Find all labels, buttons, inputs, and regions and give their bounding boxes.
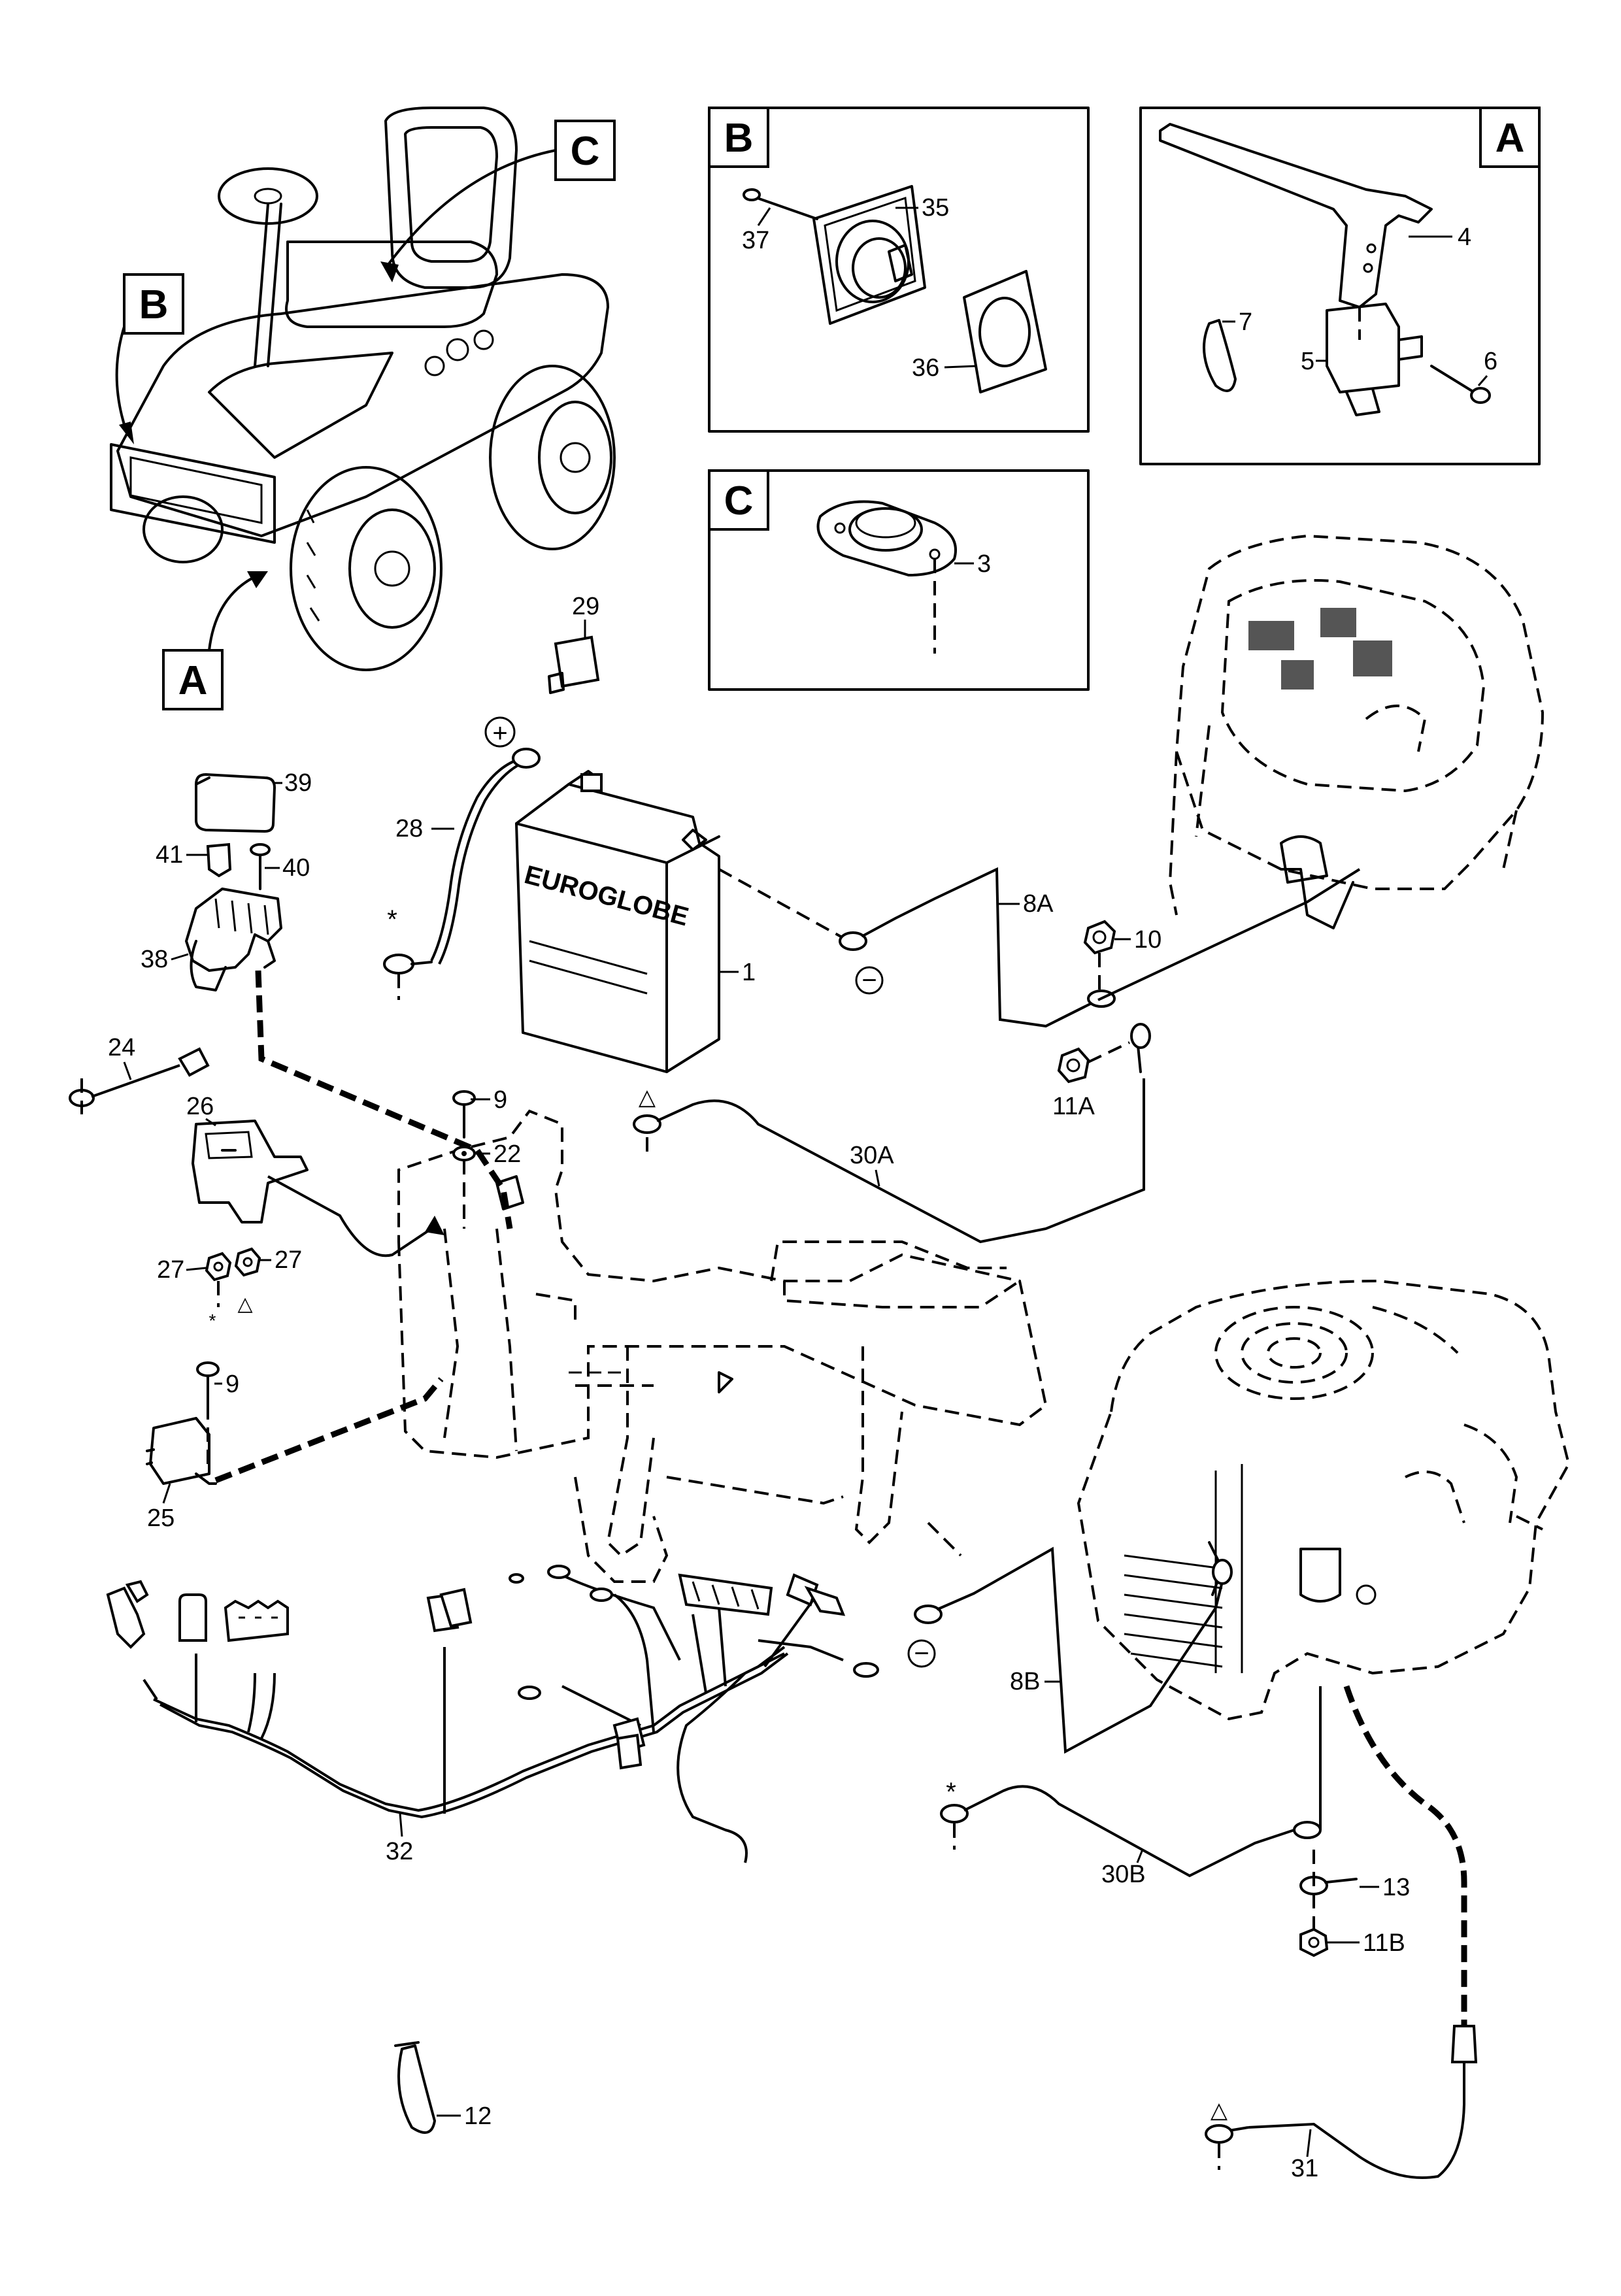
switch-26: 26 — [186, 1093, 444, 1257]
harness-25-dashed — [214, 1377, 444, 1484]
triangle-31: △ — [1211, 2098, 1228, 2123]
screw-40: 40 — [250, 843, 310, 890]
label-27-right: 27 — [275, 1246, 302, 1274]
engine-top — [1168, 534, 1545, 929]
relay-25: 25 — [146, 1417, 217, 1532]
tractor-overview: B C A — [110, 107, 616, 710]
minus-symbol-b: − — [914, 1639, 929, 1668]
label-12: 12 — [464, 2103, 492, 2130]
label-22: 22 — [493, 1140, 521, 1168]
label-24: 24 — [108, 1034, 135, 1061]
tie-12: 12 — [394, 2041, 492, 2134]
label-35: 35 — [922, 194, 949, 222]
cable-30b: * 30B — [940, 1686, 1322, 1888]
star-30b: * — [946, 1778, 956, 1806]
label-38: 38 — [141, 946, 168, 973]
label-8a: 8A — [1023, 890, 1054, 918]
label-41: 41 — [156, 841, 183, 869]
callout-c-letter: C — [571, 129, 600, 174]
callout-a-box — [162, 649, 224, 710]
inset-c: C 3 — [708, 469, 1090, 691]
label-36: 36 — [912, 354, 939, 382]
label-4: 4 — [1458, 224, 1471, 251]
triangle-30a: △ — [639, 1085, 656, 1110]
cable-31: △ 31 — [1205, 1685, 1478, 2182]
connector-29: 29 — [548, 593, 599, 694]
label-31: 31 — [1291, 2155, 1318, 2182]
label-26: 26 — [186, 1093, 214, 1120]
cable-8b: − 8B — [907, 1546, 1233, 1754]
nut-27-right: 27 △ — [234, 1246, 302, 1315]
harness-32: 32 — [106, 1565, 879, 1865]
harness-38-dashed — [255, 970, 513, 1229]
label-11a: 11A — [1052, 1093, 1095, 1120]
cable-28: + * 28 — [383, 716, 541, 1000]
label-39: 39 — [284, 769, 312, 797]
label-3: 3 — [977, 550, 991, 578]
label-8b: 8B — [1010, 1668, 1040, 1695]
chassis-frame — [397, 1109, 1048, 1583]
label-30b: 30B — [1101, 1861, 1146, 1888]
inset-c-letter: C — [724, 478, 754, 524]
nut-10: 10 — [1083, 920, 1161, 993]
relay-base-38: 38 — [141, 888, 282, 991]
nut-11a: 11A — [1052, 1041, 1130, 1120]
minus-symbol-a: − — [861, 966, 877, 995]
label-27-left: 27 — [157, 1256, 184, 1284]
nut-27-left: 27 * — [157, 1252, 232, 1331]
label-13: 13 — [1382, 1874, 1410, 1901]
label-25: 25 — [147, 1505, 175, 1532]
callout-a-letter: A — [178, 658, 208, 703]
lead-24: 24 — [69, 1034, 210, 1114]
inset-b: B 37 35 36 — [708, 107, 1090, 433]
triangle-27: △ — [237, 1293, 252, 1315]
cable-30a: △ 30A — [633, 1023, 1151, 1244]
callout-b-box — [123, 273, 184, 335]
engine-ground-line — [1097, 868, 1361, 1001]
label-11b: 11B — [1363, 1929, 1405, 1957]
screw-9-lower: 9 — [196, 1361, 239, 1471]
callout-b-letter: B — [139, 282, 169, 327]
nut-11b: 11B — [1299, 1927, 1405, 1957]
label-9-top: 9 — [493, 1086, 507, 1114]
battery: EUROGLOBE 1 — [515, 770, 756, 1073]
inset-a-letter: A — [1496, 116, 1525, 161]
label-6: 6 — [1484, 348, 1497, 375]
label-37: 37 — [742, 227, 769, 254]
screw-9-top: 9 — [452, 1086, 507, 1139]
fuse-41: 41 — [156, 841, 232, 878]
label-10: 10 — [1134, 926, 1161, 954]
plus-symbol: + — [492, 719, 507, 748]
label-5: 5 — [1301, 348, 1314, 375]
terminal-13: 13 — [1299, 1850, 1410, 1951]
label-9-lower: 9 — [226, 1371, 239, 1398]
star-28: * — [387, 905, 397, 934]
washer-22: 22 — [452, 1140, 521, 1229]
engine-bottom — [1077, 1279, 1571, 1721]
relay-39: 39 — [195, 769, 312, 833]
cable-8a: − 8A — [718, 867, 1116, 1028]
label-30a: 30A — [850, 1142, 894, 1169]
label-29: 29 — [572, 593, 599, 620]
label-7: 7 — [1239, 308, 1252, 336]
label-1: 1 — [742, 959, 756, 986]
star-27: * — [209, 1310, 216, 1331]
inset-b-letter: B — [724, 116, 754, 161]
inset-a: A 4 7 5 6 — [1139, 107, 1541, 465]
label-32: 32 — [386, 1838, 413, 1865]
label-28: 28 — [395, 815, 423, 842]
label-40: 40 — [282, 854, 310, 882]
